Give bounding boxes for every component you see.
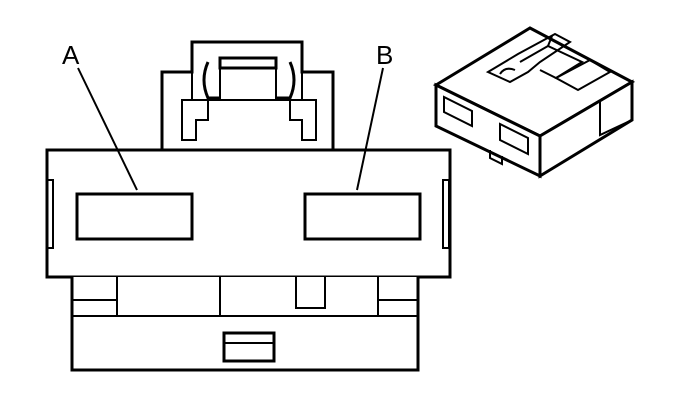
lock-window (222, 331, 276, 363)
callout-b: B (356, 40, 393, 191)
label-a: A (62, 40, 80, 70)
connector-front-view (45, 40, 452, 372)
terminal-cavity-b (303, 192, 422, 241)
left-rib (46, 179, 54, 249)
label-b: B (376, 40, 393, 70)
connector-isometric-view (432, 26, 636, 179)
callout-a: A (62, 40, 138, 191)
right-rib (442, 179, 450, 249)
connector-skirt (70, 277, 420, 372)
latch-housing (160, 40, 335, 150)
terminal-cavity-a (75, 192, 194, 241)
